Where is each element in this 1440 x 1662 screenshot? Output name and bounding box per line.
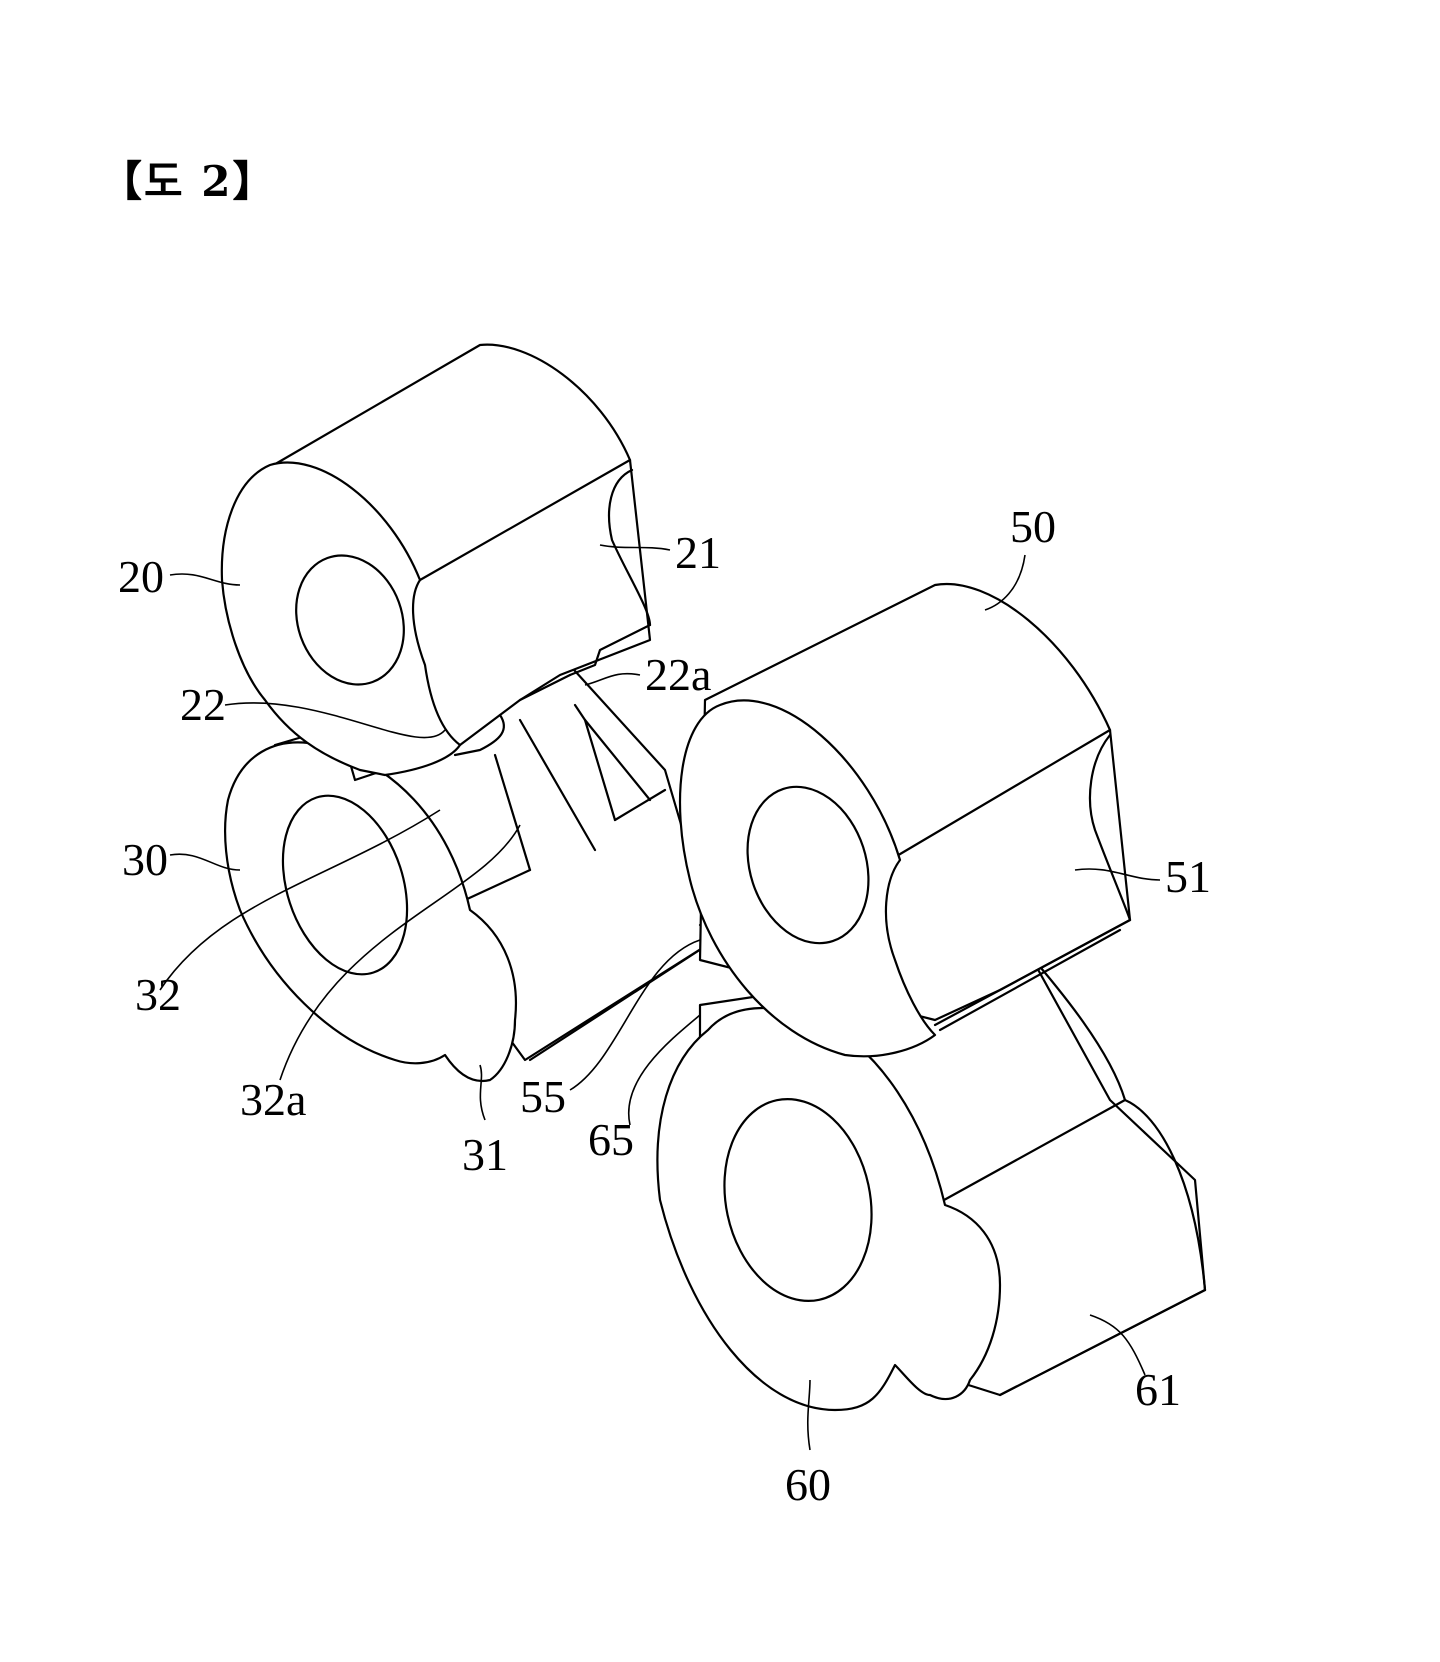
- reference-numerals: 20 21 22 22a 30 31 32 32a 50 51 55 65 60…: [118, 501, 1211, 1510]
- ref-51: 51: [1165, 851, 1211, 902]
- ref-20: 20: [118, 551, 164, 602]
- part-20: [220, 343, 652, 782]
- ref-31: 31: [462, 1129, 508, 1180]
- ref-32: 32: [135, 969, 181, 1020]
- ref-61: 61: [1135, 1364, 1181, 1415]
- part-50: [678, 582, 1132, 1058]
- ref-60: 60: [785, 1459, 831, 1510]
- ref-30: 30: [122, 834, 168, 885]
- ref-55: 55: [520, 1071, 566, 1122]
- ref-32a: 32a: [240, 1074, 306, 1125]
- figure-label: 【도 2】: [100, 157, 277, 206]
- ref-50: 50: [1010, 501, 1056, 552]
- ref-65: 65: [588, 1114, 634, 1165]
- ref-21: 21: [675, 527, 721, 578]
- part-60: [656, 953, 1207, 1412]
- leader-lines: [159, 544, 1161, 1451]
- ref-22: 22: [180, 679, 226, 730]
- ref-22a: 22a: [645, 649, 711, 700]
